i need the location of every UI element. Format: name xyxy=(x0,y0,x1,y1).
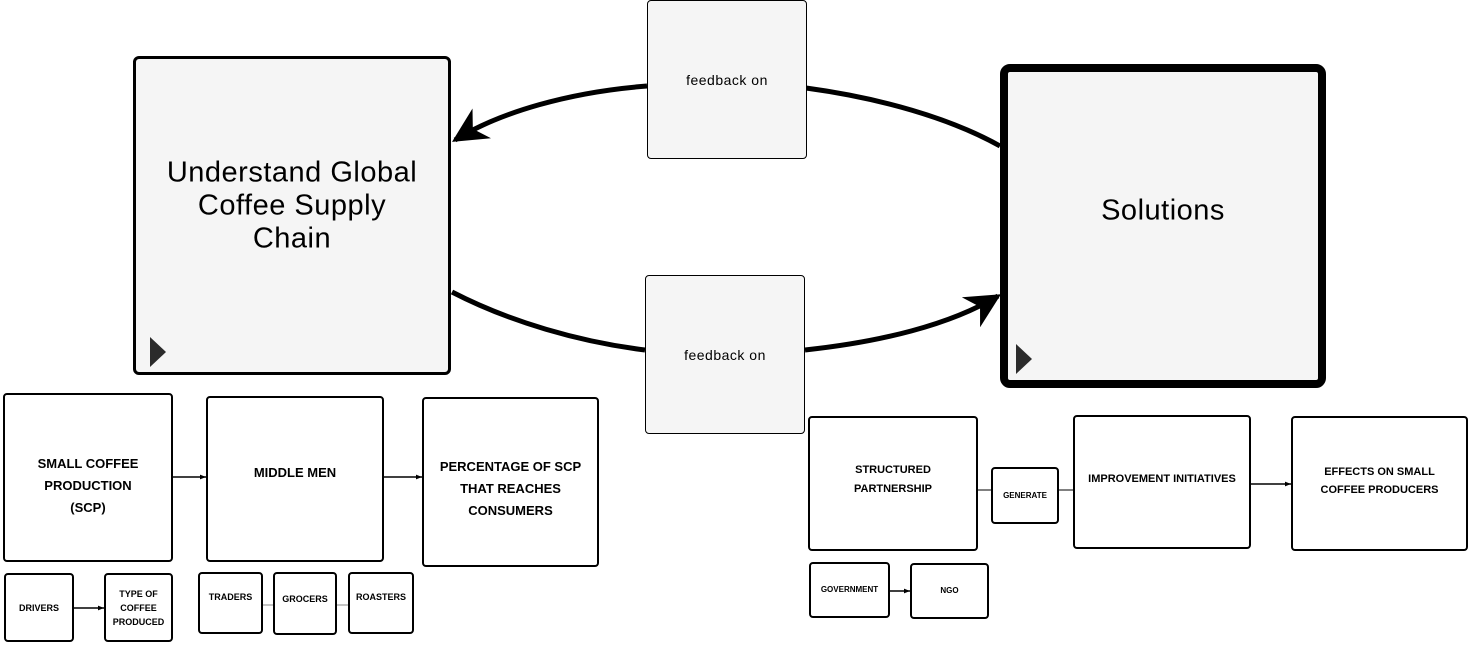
understand-label: Understand Global Coffee Supply Chain xyxy=(166,156,418,255)
grocers-node[interactable]: GROCERS xyxy=(273,572,337,635)
play-icon[interactable] xyxy=(1016,344,1032,374)
feedback-arc-bottom-left xyxy=(450,289,646,353)
solutions-label: Solutions xyxy=(1101,194,1225,227)
middle-men-label: MIDDLE MEN xyxy=(253,465,337,480)
feedback-top-label: feedback on xyxy=(686,71,768,88)
understand-node[interactable]: Understand Global Coffee Supply Chain xyxy=(133,56,451,375)
small-coffee-production-node[interactable]: SMALL COFFEE PRODUCTION (SCP) xyxy=(3,393,173,562)
feedback-top-box[interactable]: feedback on xyxy=(647,0,807,159)
feedback-bottom-label: feedback on xyxy=(684,346,766,363)
traders-label: TRADERS xyxy=(208,592,253,602)
ngo-node[interactable]: NGO xyxy=(910,563,989,619)
ngo-label: NGO xyxy=(940,586,959,595)
drivers-label: DRIVERS xyxy=(18,602,59,613)
roasters-node[interactable]: ROASTERS xyxy=(348,572,414,634)
traders-node[interactable]: TRADERS xyxy=(198,572,263,634)
grocers-label: GROCERS xyxy=(282,594,328,604)
feedback-arc-top-left xyxy=(452,83,648,143)
percentage-node[interactable]: PERCENTAGE OF SCP THAT REACHES CONSUMERS xyxy=(422,397,599,567)
percentage-label: PERCENTAGE OF SCP THAT REACHES CONSUMERS xyxy=(439,459,582,518)
improvement-initiatives-label: IMPROVEMENT INITIATIVES xyxy=(1088,473,1236,485)
feedback-bottom-box[interactable]: feedback on xyxy=(645,275,805,434)
structured-partnership-node[interactable]: STRUCTURED PARTNERSHIP xyxy=(808,416,978,551)
effects-label: EFFECTS ON SMALL COFFEE PRODUCERS xyxy=(1320,466,1439,496)
structured-partnership-label: STRUCTURED PARTNERSHIP xyxy=(853,464,933,495)
effects-node[interactable]: EFFECTS ON SMALL COFFEE PRODUCERS xyxy=(1291,416,1468,551)
type-of-coffee-node[interactable]: TYPE OF COFFEE PRODUCED xyxy=(104,573,173,642)
middle-men-node[interactable]: MIDDLE MEN xyxy=(206,396,384,562)
play-icon[interactable] xyxy=(150,337,166,367)
roasters-label: ROASTERS xyxy=(355,592,406,602)
government-node[interactable]: GOVERNMENT xyxy=(809,562,890,618)
improvement-initiatives-node[interactable]: IMPROVEMENT INITIATIVES xyxy=(1073,415,1251,549)
drivers-node[interactable]: DRIVERS xyxy=(4,573,74,642)
government-label: GOVERNMENT xyxy=(820,585,879,594)
type-of-coffee-label: TYPE OF COFFEE PRODUCED xyxy=(112,589,165,627)
solutions-node[interactable]: Solutions xyxy=(1000,64,1326,388)
generate-node[interactable]: GENERATE xyxy=(991,467,1059,524)
generate-label: GENERATE xyxy=(1003,490,1047,500)
feedback-arc-top-right xyxy=(805,85,1002,149)
small-coffee-production-label: SMALL COFFEE PRODUCTION (SCP) xyxy=(37,456,139,515)
feedback-arc-bottom-right xyxy=(804,293,1001,353)
